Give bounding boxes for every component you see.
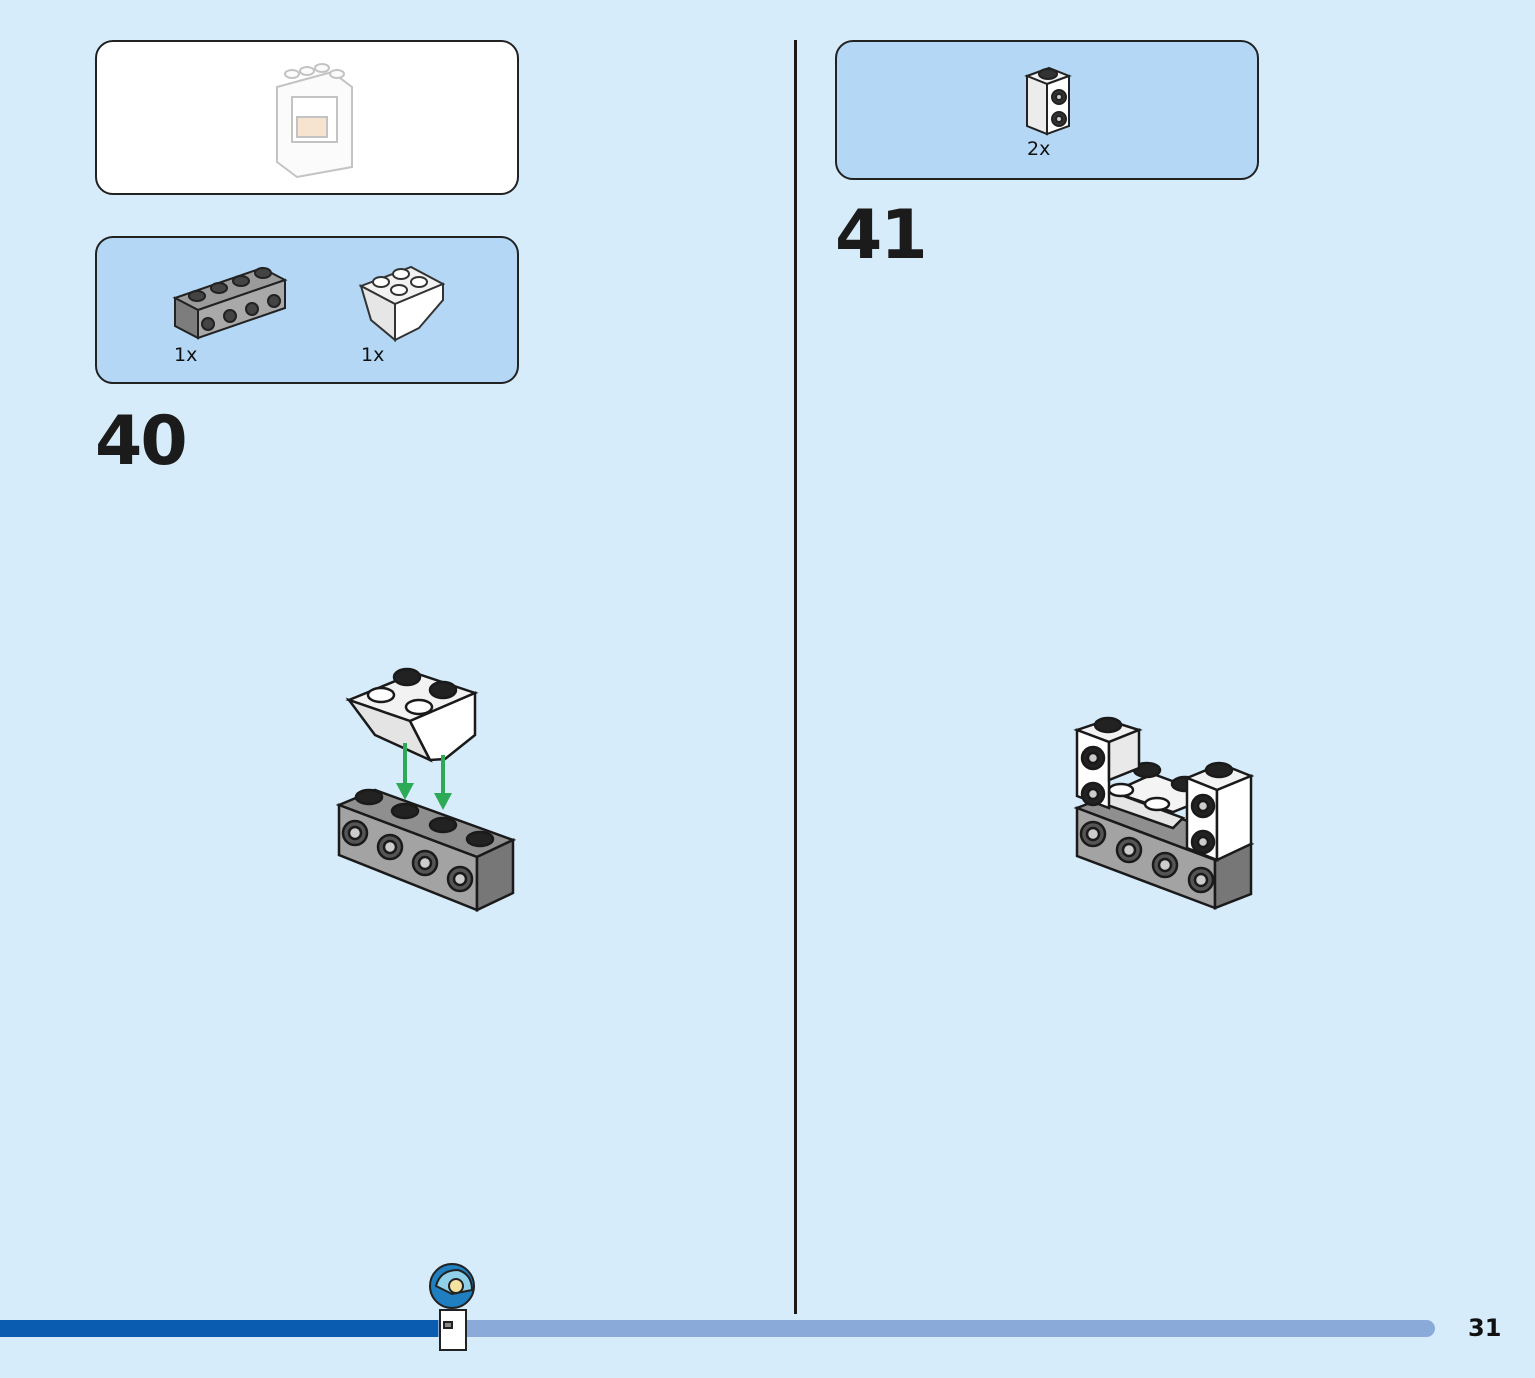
step-40-part-2-quantity: 1x (361, 344, 385, 366)
gray-1x4-brick-with-side-studs-icon (172, 266, 288, 340)
white-inverted-slope-2x2-icon (358, 265, 446, 343)
page-divider (794, 40, 797, 1314)
step-41-parts-box: 2x (835, 40, 1259, 180)
astronaut-minifigure-icon (429, 1263, 475, 1351)
progress-bar-track (0, 1320, 1435, 1337)
step-40-part-1-quantity: 1x (174, 344, 198, 366)
step-41-build-illustration (1073, 716, 1255, 910)
step-40-build-illustration (335, 667, 517, 912)
page-number: 31 (1468, 1314, 1502, 1342)
progress-bar-fill (0, 1320, 438, 1337)
subassembly-preview-box (95, 40, 519, 195)
faded-subassembly-icon (276, 63, 353, 179)
white-1x1-brick-with-side-studs-icon (1024, 66, 1072, 136)
step-41-number: 41 (835, 196, 928, 275)
step-41-part-1-quantity: 2x (1027, 138, 1051, 160)
step-40-parts-box: 1x 1x (95, 236, 519, 384)
step-40-number: 40 (95, 402, 188, 481)
